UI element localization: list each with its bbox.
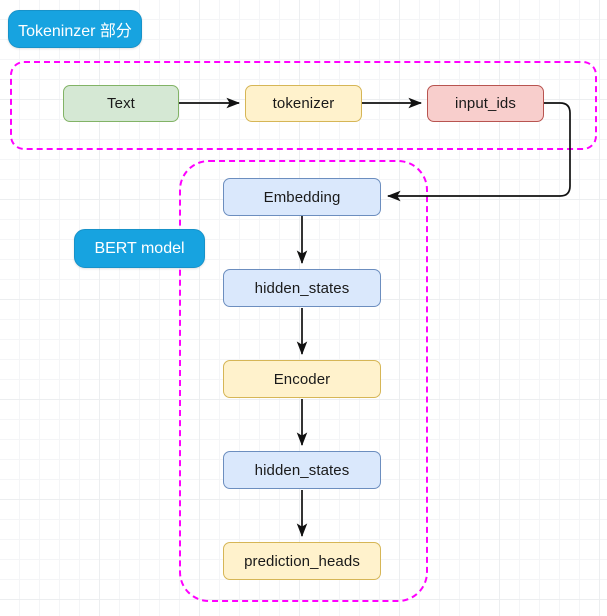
tokenizer-section-label[interactable]: Tokeninzer 部分 (8, 10, 142, 48)
node-embedding[interactable]: Embedding (223, 178, 381, 216)
bert-model-section-label[interactable]: BERT model (74, 229, 205, 268)
node-input-ids[interactable]: input_ids (427, 85, 544, 122)
bert-model-section-container (179, 160, 428, 602)
tokenizer-section-container (10, 61, 597, 150)
node-tokenizer[interactable]: tokenizer (245, 85, 362, 122)
node-encoder[interactable]: Encoder (223, 360, 381, 398)
node-text[interactable]: Text (63, 85, 179, 122)
node-hidden-states-first[interactable]: hidden_states (223, 269, 381, 307)
node-prediction-heads[interactable]: prediction_heads (223, 542, 381, 580)
node-hidden-states-second[interactable]: hidden_states (223, 451, 381, 489)
